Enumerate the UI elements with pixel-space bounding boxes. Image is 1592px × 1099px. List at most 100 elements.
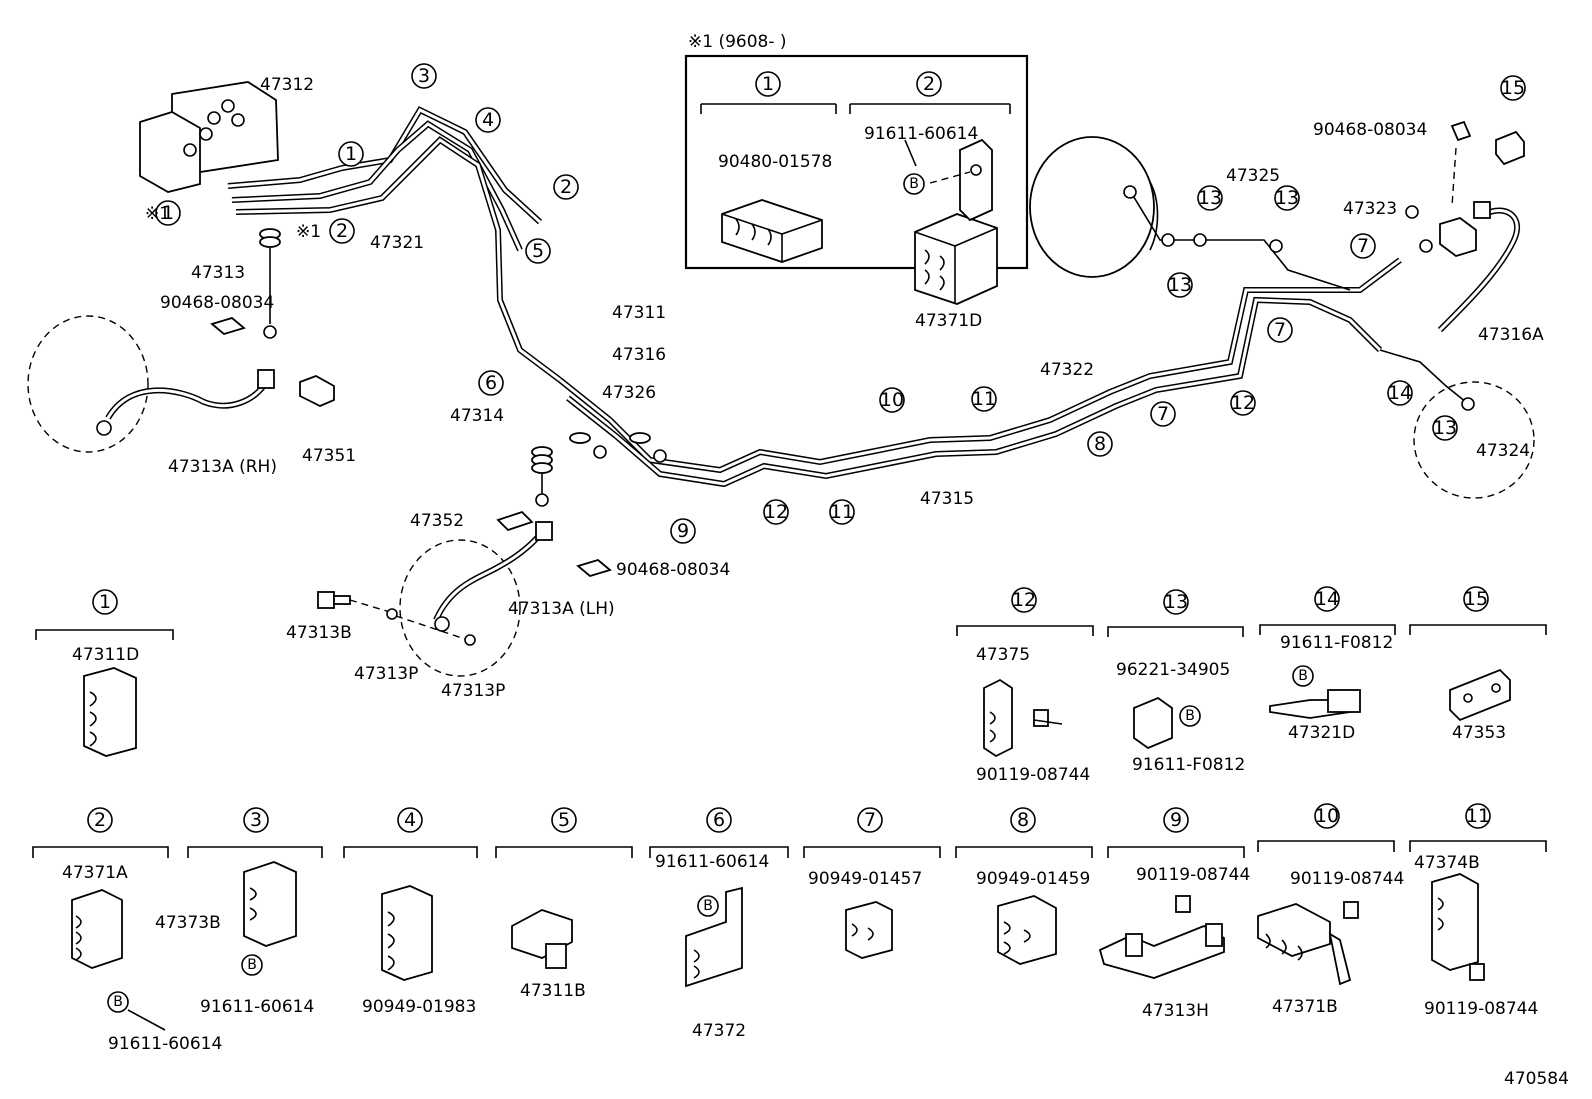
legend-item-3: 3 47373B B 91611-60614 <box>155 807 323 1017</box>
svg-text:91611-F0812: 91611-F0812 <box>1280 633 1393 653</box>
master-cylinder-drawing <box>139 81 279 193</box>
callout-main-12a: 12 <box>763 499 789 525</box>
svg-text:10: 10 <box>1315 805 1339 827</box>
front-rh-brake-hose-drawing <box>27 315 275 453</box>
callout-main-15: 15 <box>1500 75 1526 101</box>
svg-text:90119-08744: 90119-08744 <box>1136 865 1250 885</box>
label-47316: 47316 <box>612 345 666 365</box>
svg-text:91611-F0812: 91611-F0812 <box>1132 755 1245 775</box>
callout-main-14: 14 <box>1387 380 1413 406</box>
note-box-callout-1: 1 <box>755 71 781 97</box>
svg-text:10: 10 <box>880 389 904 411</box>
svg-text:4: 4 <box>482 109 494 131</box>
bracket-47351-drawing <box>299 375 335 407</box>
callout-main-2: 2 <box>329 218 355 244</box>
svg-text:7: 7 <box>1357 235 1369 257</box>
label-star1-b: ※1 <box>296 222 321 242</box>
callout-main-1-star: 1 <box>155 200 181 226</box>
label-47323: 47323 <box>1343 199 1397 219</box>
callout-main-13a: 13 <box>1197 185 1223 211</box>
callout-main-11a: 11 <box>971 386 997 412</box>
callout-b-box: B <box>903 173 925 195</box>
hose-47314-drawing <box>531 446 553 507</box>
svg-text:2: 2 <box>560 176 572 198</box>
svg-text:2: 2 <box>923 73 935 95</box>
legend-item-7: 7 90949-01457 <box>803 807 941 959</box>
label-47352: 47352 <box>410 511 464 531</box>
label-47326: 47326 <box>602 383 656 403</box>
svg-text:11: 11 <box>830 501 854 523</box>
legend-item-12: 12 47375 90119-08744 <box>956 587 1094 785</box>
label-47316A: 47316A <box>1478 325 1544 345</box>
clamp-47371D-drawing <box>904 138 998 305</box>
legend-item-6: 6 91611-60614 B 47372 <box>649 807 789 1041</box>
svg-text:91611-60614: 91611-60614 <box>108 1034 222 1054</box>
svg-text:47372: 47372 <box>692 1021 746 1041</box>
rear-drum-left-drawing <box>1029 136 1351 291</box>
label-47325: 47325 <box>1226 166 1280 186</box>
note-box: ※1 (9608- ) 1 2 90480-01578 91611-60614 … <box>684 32 1029 331</box>
svg-text:7: 7 <box>1274 319 1286 341</box>
label-91611-60614-box: 91611-60614 <box>864 124 978 144</box>
legend-item-8: 8 90949-01459 <box>955 807 1093 965</box>
svg-text:47313H: 47313H <box>1142 1001 1209 1021</box>
figure-code: 470584 <box>1504 1069 1569 1089</box>
legend-item-15: 15 47353 <box>1409 586 1547 743</box>
svg-text:47321D: 47321D <box>1288 723 1355 743</box>
svg-text:90949-01457: 90949-01457 <box>808 869 922 889</box>
clip-90468-08034-mid-drawing <box>576 558 612 578</box>
label-90480-01578: 90480-01578 <box>718 152 832 172</box>
svg-text:47311D: 47311D <box>72 645 139 665</box>
legend-item-2: 2 47371A B 91611-60614 <box>32 807 222 1054</box>
svg-text:9: 9 <box>677 520 689 542</box>
svg-text:B: B <box>909 176 919 192</box>
svg-text:47371A: 47371A <box>62 863 128 883</box>
clip-90468-08034-right-drawing <box>1450 120 1472 142</box>
callout-main-2b: 2 <box>553 174 579 200</box>
legend-item-11: 11 47374B 90119-08744 <box>1409 803 1547 1019</box>
svg-text:2: 2 <box>336 220 348 242</box>
label-47313B: 47313B <box>286 623 352 643</box>
label-47314: 47314 <box>450 406 504 426</box>
svg-text:91611-60614: 91611-60614 <box>655 852 769 872</box>
svg-text:15: 15 <box>1501 77 1525 99</box>
callout-main-3: 3 <box>411 63 437 89</box>
legend-item-14: 14 91611-F0812 B 47321D <box>1259 586 1396 743</box>
svg-text:90119-08744: 90119-08744 <box>976 765 1090 785</box>
svg-text:13: 13 <box>1275 187 1299 209</box>
label-47324: 47324 <box>1476 441 1530 461</box>
svg-text:7: 7 <box>1157 403 1169 425</box>
hose-47326-drawing <box>569 432 667 463</box>
svg-text:15: 15 <box>1464 588 1488 610</box>
callout-main-6: 6 <box>478 370 504 396</box>
svg-text:90949-01459: 90949-01459 <box>976 869 1090 889</box>
svg-text:47311B: 47311B <box>520 981 586 1001</box>
svg-text:11: 11 <box>1466 805 1490 827</box>
note-box-callout-2: 2 <box>916 71 942 97</box>
svg-text:13: 13 <box>1433 417 1457 439</box>
label-47313: 47313 <box>191 263 245 283</box>
svg-text:90119-08744: 90119-08744 <box>1290 869 1404 889</box>
callout-main-7a: 7 <box>1350 233 1376 259</box>
svg-text:2: 2 <box>94 809 106 831</box>
callout-main-8: 8 <box>1087 431 1113 457</box>
label-47313A-LH: 47313A (LH) <box>508 599 615 619</box>
label-47351: 47351 <box>302 446 356 466</box>
svg-text:12: 12 <box>1231 392 1255 414</box>
svg-text:13: 13 <box>1198 187 1222 209</box>
legend-item-13: 13 96221-34905 B 91611-F0812 <box>1107 589 1245 775</box>
svg-text:47373B: 47373B <box>155 913 221 933</box>
svg-text:12: 12 <box>764 501 788 523</box>
svg-text:47375: 47375 <box>976 645 1030 665</box>
label-47311: 47311 <box>612 303 666 323</box>
note-box-title: ※1 (9608- ) <box>688 32 787 52</box>
legend-item-5: 5 47311B <box>495 807 633 1001</box>
label-star1-a: ※1 <box>145 204 170 224</box>
union-bolt-47313B-drawing <box>317 591 476 646</box>
svg-text:1: 1 <box>99 591 111 613</box>
label-47322: 47322 <box>1040 360 1094 380</box>
svg-text:13: 13 <box>1168 274 1192 296</box>
svg-text:3: 3 <box>250 809 262 831</box>
callout-main-11b: 11 <box>829 499 855 525</box>
svg-text:5: 5 <box>532 240 544 262</box>
